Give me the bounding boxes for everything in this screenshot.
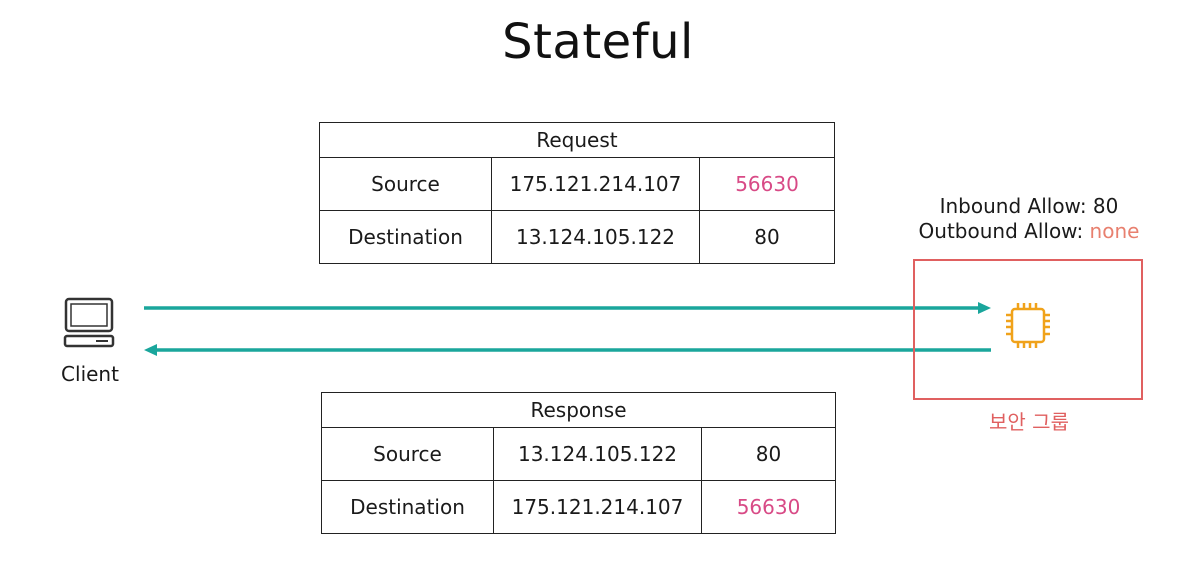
request-destination-ip: 13.124.105.122 (491, 210, 700, 264)
response-source-label: Source (321, 427, 494, 481)
outbound-rule: Outbound Allow: none (900, 218, 1158, 244)
client-label: Client (61, 362, 119, 386)
table-row: Source 175.121.214.107 56630 (319, 157, 835, 211)
inbound-value: 80 (1092, 194, 1119, 218)
inbound-label: Inbound Allow: (939, 194, 1087, 218)
request-source-ip: 175.121.214.107 (491, 157, 700, 211)
request-table: Request Source 175.121.214.107 56630 Des… (319, 122, 835, 264)
request-destination-label: Destination (319, 210, 492, 264)
cpu-chip-icon (1006, 303, 1050, 348)
request-table-header: Request (319, 122, 835, 158)
page-title: Stateful (502, 14, 694, 70)
outbound-value: none (1089, 219, 1140, 243)
response-source-port: 80 (701, 427, 836, 481)
security-group-box (913, 259, 1143, 400)
laptop-icon (63, 297, 115, 348)
request-arrow (144, 302, 991, 314)
table-row: Source 13.124.105.122 80 (321, 427, 836, 481)
security-group-label: 보안 그룹 (989, 410, 1069, 434)
response-destination-ip: 175.121.214.107 (493, 480, 702, 534)
response-table: Response Source 13.124.105.122 80 Destin… (321, 392, 836, 534)
response-source-ip: 13.124.105.122 (493, 427, 702, 481)
response-destination-label: Destination (321, 480, 494, 534)
request-destination-port: 80 (699, 210, 835, 264)
table-row: Destination 13.124.105.122 80 (319, 210, 835, 264)
inbound-rule: Inbound Allow: 80 (900, 193, 1158, 219)
outbound-label: Outbound Allow: (918, 219, 1084, 243)
response-destination-port: 56630 (701, 480, 836, 534)
response-arrow (144, 344, 991, 356)
table-row: Destination 175.121.214.107 56630 (321, 480, 836, 534)
